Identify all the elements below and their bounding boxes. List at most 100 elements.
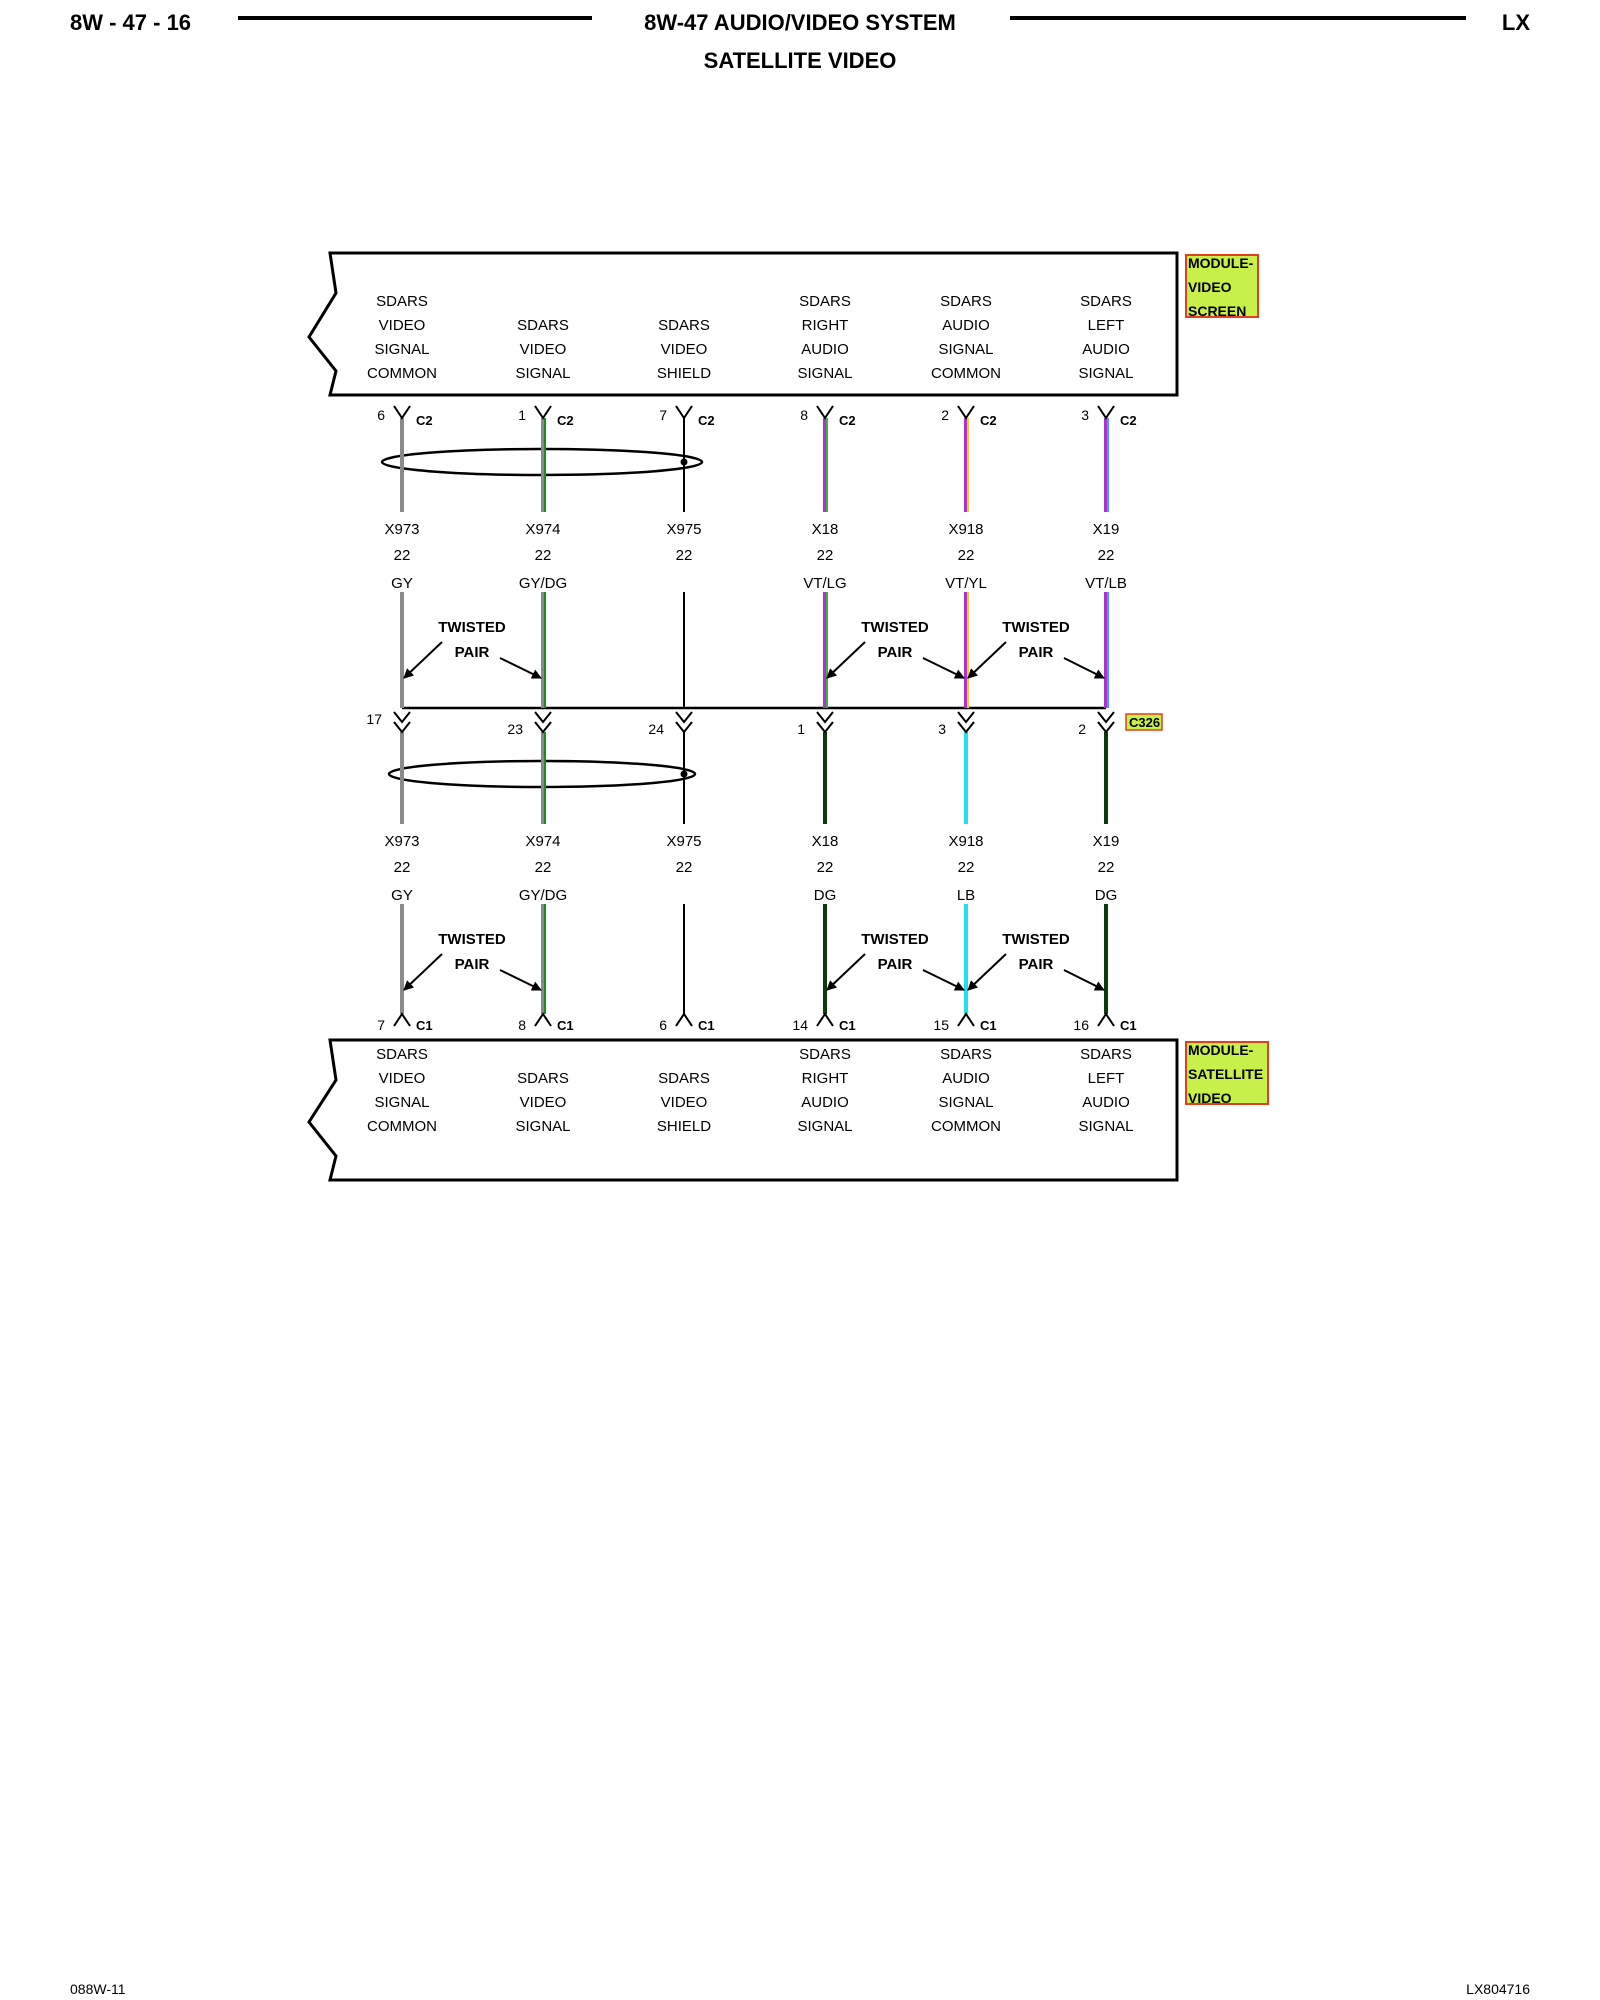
twisted-pair-arrow (1063, 657, 1105, 679)
top-pin-terminal (393, 405, 411, 420)
top-module-name-3: SCREEN (1188, 303, 1246, 319)
top-pin-number: 8 (800, 407, 808, 423)
upper-wire-gauge: 22 (394, 547, 411, 564)
bottom-pin-number: 7 (377, 1017, 385, 1033)
top-module-name-1: MODULE- (1188, 255, 1254, 271)
top-module-pin-label: AUDIO (1082, 341, 1130, 358)
top-module-pin-label: VIDEO (661, 341, 708, 358)
bottom-pin-number: 8 (518, 1017, 526, 1033)
twisted-pair-label: PAIR (878, 644, 913, 661)
upper-wire-color: VT/LB (1085, 575, 1127, 592)
top-module-pin-label: SHIELD (657, 365, 711, 382)
top-module-pin-label: SDARS (1080, 293, 1132, 310)
twisted-pair-arrow (922, 657, 965, 679)
bottom-pin-terminal (534, 1012, 552, 1027)
c326-pin-number: 1 (797, 721, 805, 737)
top-module-pin-label: SDARS (517, 317, 569, 334)
twisted-pair-arrow (826, 641, 866, 679)
top-connector-id: C2 (416, 413, 433, 428)
bottom-module-pin-label: COMMON (931, 1118, 1001, 1135)
bottom-module-pin-label: VIDEO (661, 1094, 708, 1111)
bottom-module-pin-label: SDARS (940, 1046, 992, 1063)
bottom-pin-terminal (1097, 1012, 1115, 1027)
top-module-pin-label: AUDIO (801, 341, 849, 358)
footer-right-code: LX804716 (1466, 1981, 1530, 1997)
c326-pin-female (534, 711, 552, 724)
upper-wire-color: GY/DG (519, 575, 567, 592)
upper-wire-color: GY (391, 575, 413, 592)
top-module-pin-label: COMMON (931, 365, 1001, 382)
lower-wire-circuit: X918 (948, 833, 983, 850)
c326-pin-female (816, 711, 834, 724)
bottom-pin-terminal (816, 1012, 834, 1027)
twisted-pair-label: PAIR (1019, 956, 1054, 973)
lower-wire-circuit: X975 (666, 833, 701, 850)
lower-wire-color: DG (814, 887, 837, 904)
c326-pin-number: 23 (507, 721, 523, 737)
top-pin-number: 2 (941, 407, 949, 423)
bottom-module-pin-label: RIGHT (802, 1070, 849, 1087)
bottom-module-pin-label: SIGNAL (374, 1094, 429, 1111)
c326-pin-male (816, 721, 834, 734)
bottom-connector-id: C1 (698, 1018, 715, 1033)
lower-wire-color: LB (957, 887, 975, 904)
top-module-pin-label: SDARS (940, 293, 992, 310)
top-connector-id: C2 (839, 413, 856, 428)
lower-wire-gauge: 22 (394, 859, 411, 876)
bottom-module-pin-label: LEFT (1088, 1070, 1125, 1087)
c326-pin-male (957, 721, 975, 734)
lower-wire-gauge: 22 (535, 859, 552, 876)
top-module-pin-label: COMMON (367, 365, 437, 382)
bottom-module-pin-label: AUDIO (801, 1094, 849, 1111)
label-layer: SDARS VIDEO SIGNAL COMMON SDARS VIDEO SIGNAL SD… (366, 293, 1136, 1135)
top-pin-terminal (816, 405, 834, 420)
upper-wire-circuit: X973 (384, 521, 419, 538)
bottom-module-tag (1185, 1041, 1269, 1105)
top-module-pin-label: VIDEO (520, 341, 567, 358)
c326-pin-female (393, 711, 411, 724)
c326-tag (1125, 713, 1163, 731)
c326-pin-number: 24 (648, 721, 664, 737)
top-module-pin-label: AUDIO (942, 317, 990, 334)
bottom-pin-number: 6 (659, 1017, 667, 1033)
c326-pin-male (675, 721, 693, 734)
bottom-pin-number: 16 (1073, 1017, 1089, 1033)
bottom-connector-id: C1 (980, 1018, 997, 1033)
bottom-module-pin-label: COMMON (367, 1118, 437, 1135)
bottom-module-pin-label: SDARS (658, 1070, 710, 1087)
twisted-pair-label: PAIR (1019, 644, 1054, 661)
top-pin-terminal (957, 405, 975, 420)
bottom-pin-number: 15 (933, 1017, 949, 1033)
top-module-pin-label: VIDEO (379, 317, 426, 334)
twisted-pair-arrow (403, 953, 443, 991)
bottom-module-pin-label: SDARS (1080, 1046, 1132, 1063)
top-connector-id: C2 (698, 413, 715, 428)
bottom-pin-terminal (675, 1012, 693, 1027)
top-module-pin-label: SIGNAL (515, 365, 570, 382)
upper-wire-circuit: X974 (525, 521, 560, 538)
lower-wire-color: DG (1095, 887, 1118, 904)
footer-left-code: 088W-11 (70, 1981, 126, 1997)
top-connector-id: C2 (557, 413, 574, 428)
twisted-pair-arrow (922, 969, 965, 991)
twisted-pair-arrow (403, 641, 443, 679)
top-connector-id: C2 (1120, 413, 1137, 428)
upper-wire-gauge: 22 (1098, 547, 1115, 564)
upper-wire-circuit: X975 (666, 521, 701, 538)
upper-wire-gauge: 22 (535, 547, 552, 564)
twisted-pair-label: TWISTED (861, 619, 929, 636)
bottom-connector-id: C1 (839, 1018, 856, 1033)
bottom-connector-id: C1 (1120, 1018, 1137, 1033)
upper-wire-circuit: X18 (812, 521, 839, 538)
top-pin-number: 1 (518, 407, 526, 423)
top-module-pin-label: SIGNAL (938, 341, 993, 358)
bottom-module-pin-label: SDARS (376, 1046, 428, 1063)
top-module-pin-label: LEFT (1088, 317, 1125, 334)
bottom-module-name-2: SATELLITE (1188, 1066, 1263, 1082)
c326-pin-number: 17 (366, 711, 382, 727)
upper-wire-gauge: 22 (817, 547, 834, 564)
twisted-pair-arrow (1063, 969, 1105, 991)
bottom-module-pin-label: AUDIO (1082, 1094, 1130, 1111)
twisted-pair-arrow (967, 641, 1007, 679)
